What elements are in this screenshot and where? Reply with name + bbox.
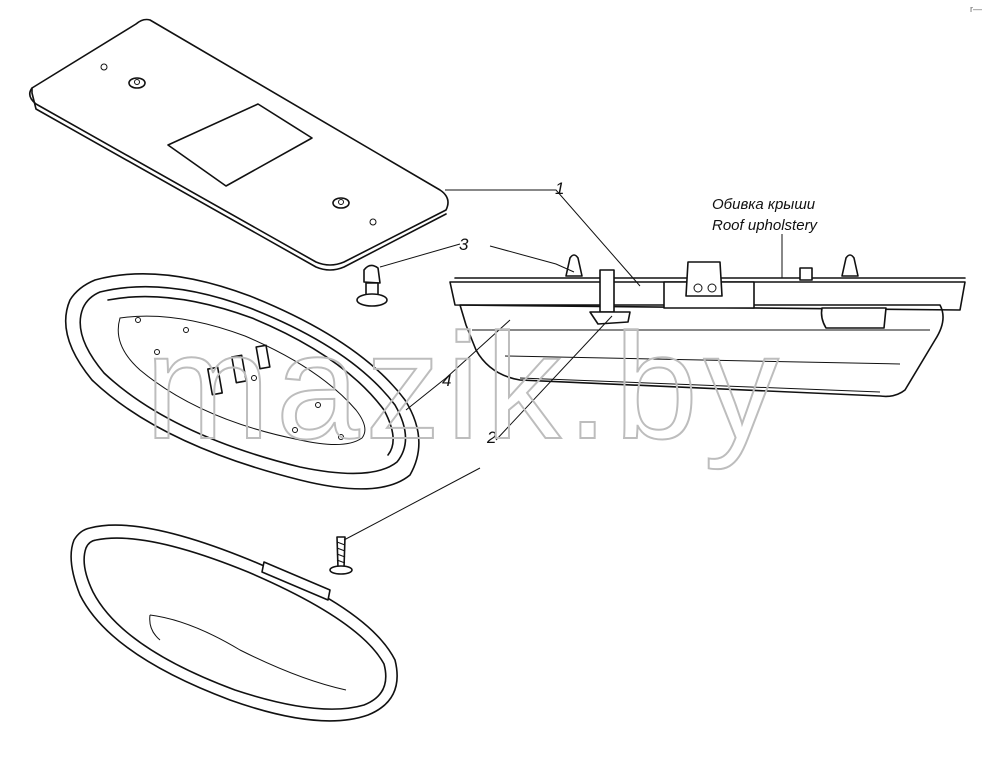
watermark: mazik.by bbox=[145, 302, 785, 470]
leader-lines bbox=[343, 189, 783, 541]
callout-3: 3 bbox=[459, 235, 469, 254]
callout-4: 4 bbox=[442, 371, 451, 390]
callout-1: 1 bbox=[555, 179, 564, 198]
mounting-plate bbox=[28, 18, 449, 271]
screw-part bbox=[329, 536, 353, 575]
callout-2: 2 bbox=[486, 428, 497, 447]
lamp-lens bbox=[70, 524, 398, 722]
lamp-housing bbox=[64, 273, 420, 490]
roof-upholstery-label-ru: Обивка крыши bbox=[712, 196, 816, 213]
corner-mark: r— bbox=[970, 4, 982, 14]
assembly-section bbox=[449, 254, 966, 398]
roof-upholstery-label-en: Roof upholstery bbox=[712, 217, 819, 234]
clip-part bbox=[356, 264, 388, 307]
